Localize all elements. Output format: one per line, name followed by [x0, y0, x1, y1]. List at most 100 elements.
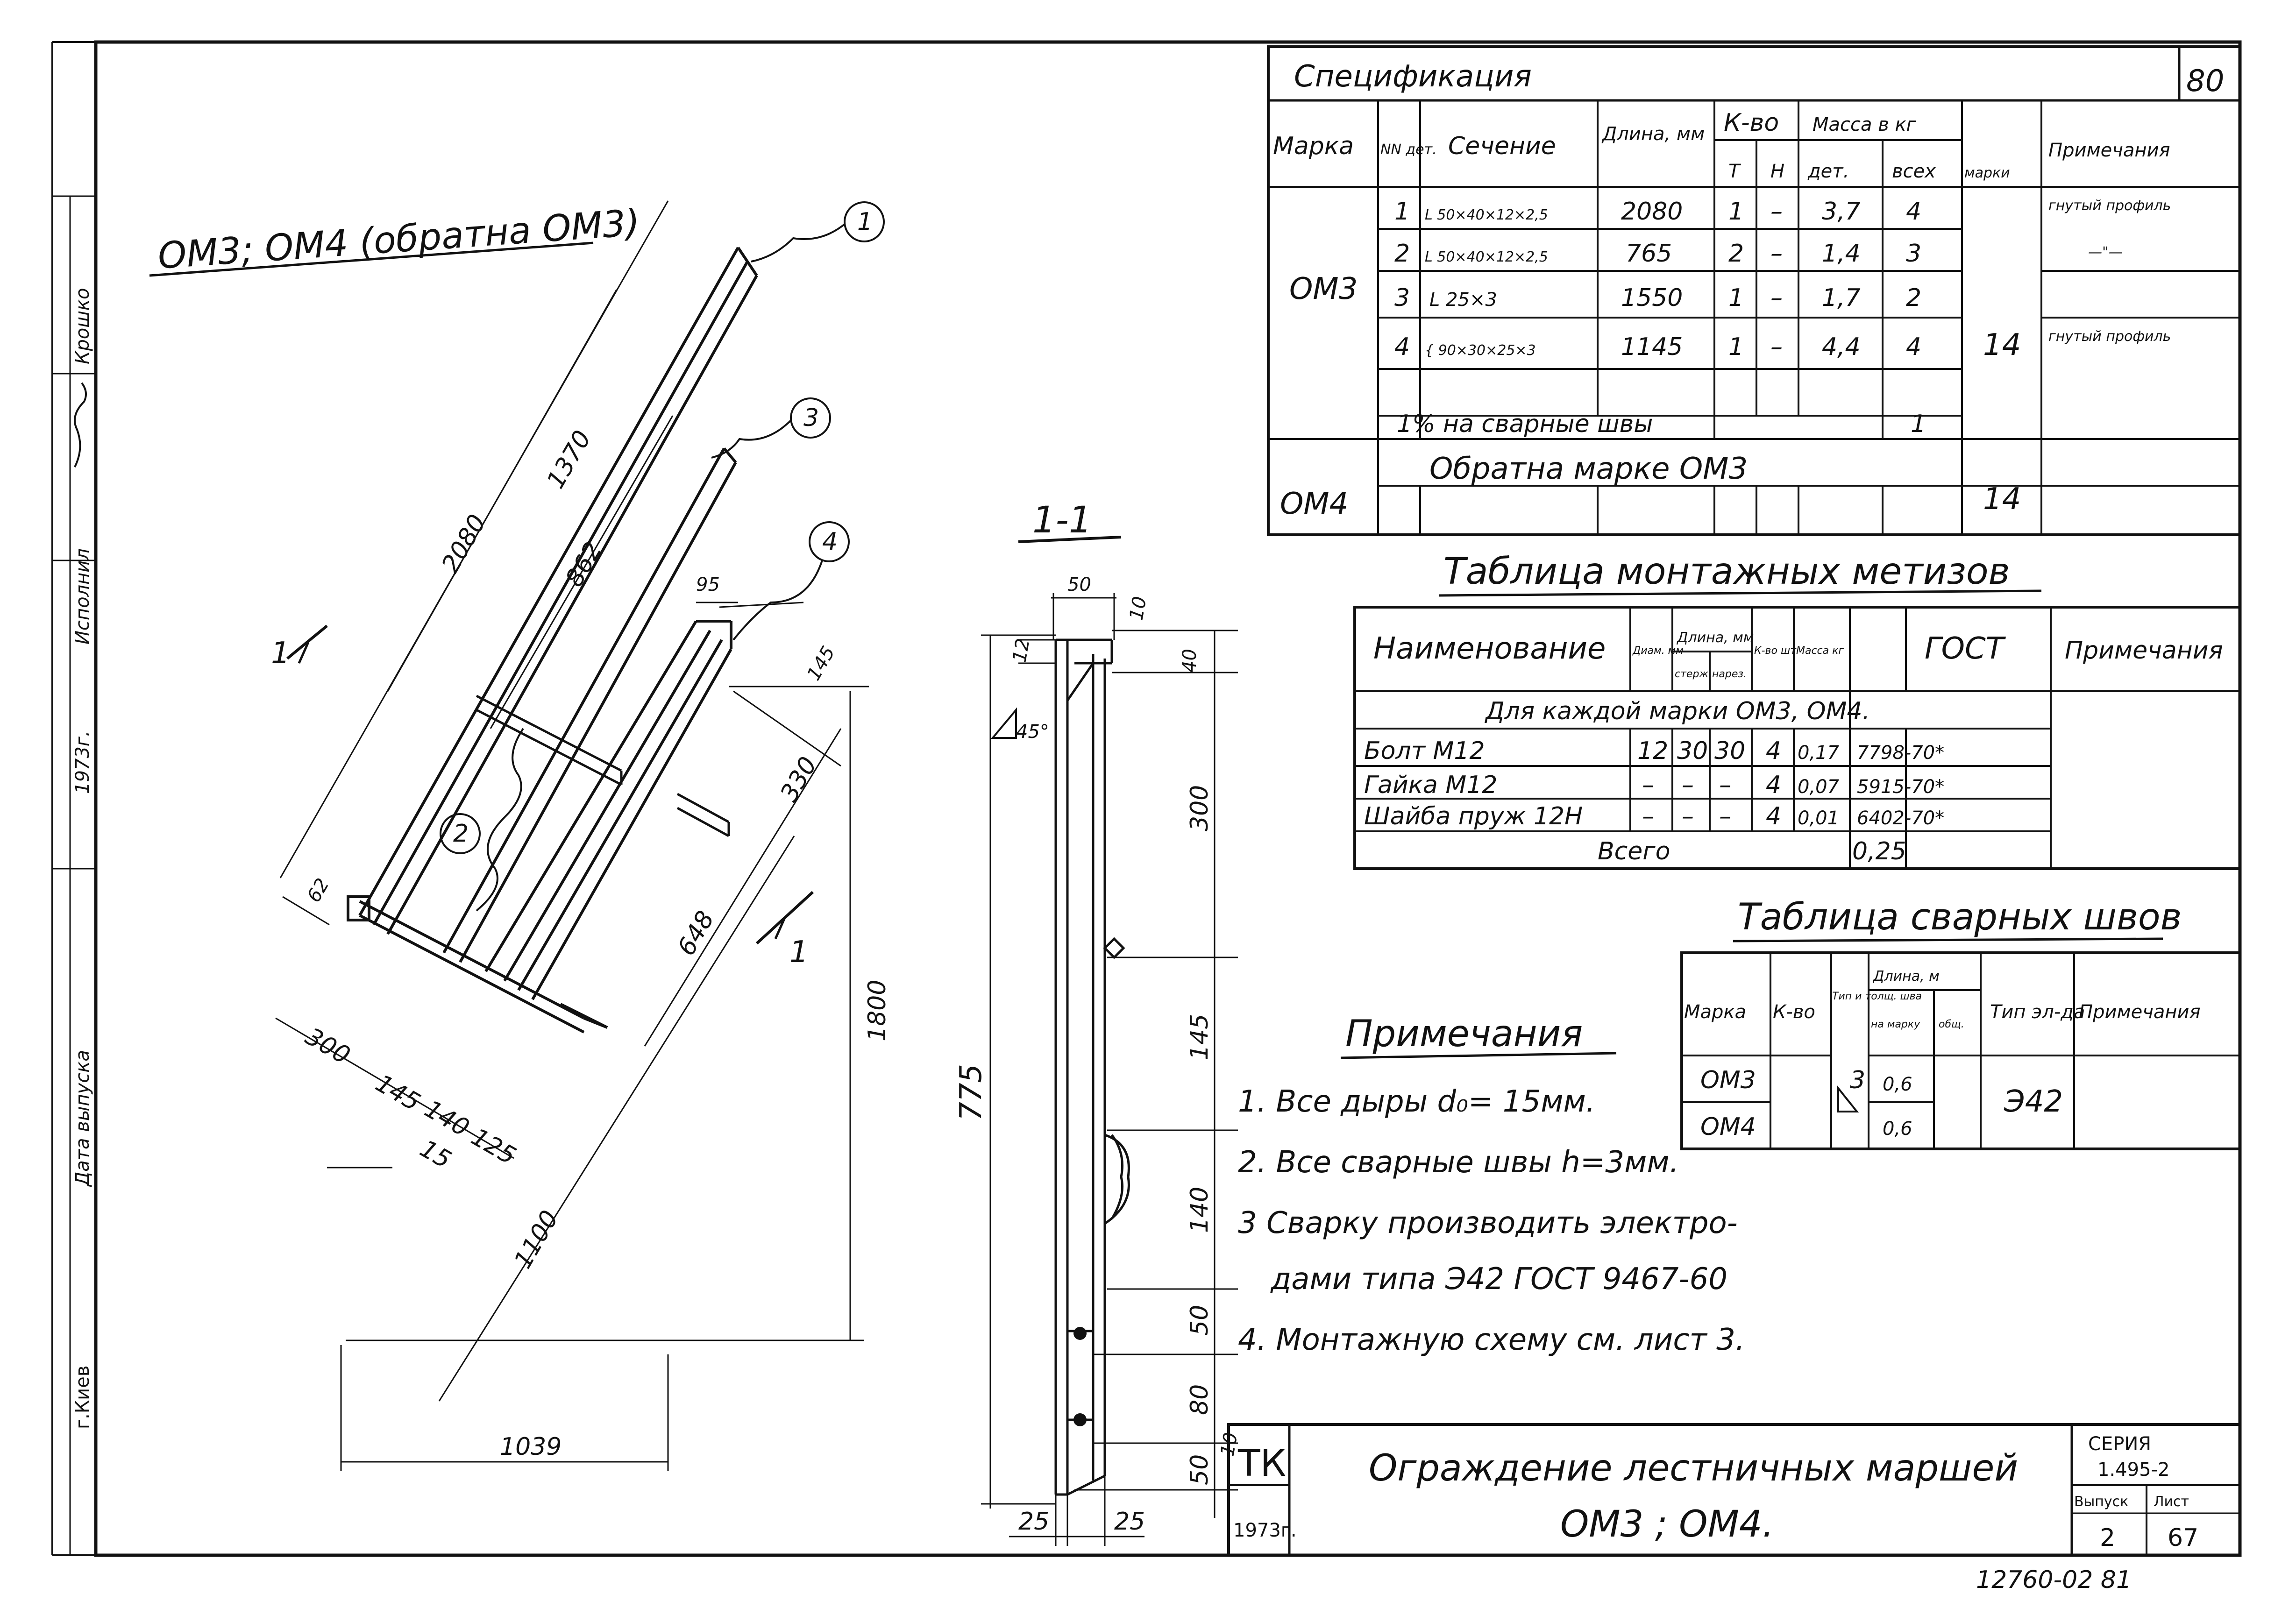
spec-r3-all: 2 [1906, 284, 1921, 312]
hw-subheader: Для каждой марки ОМ3, ОМ4. [1485, 697, 1870, 725]
page-number: 80 [2186, 64, 2224, 99]
dim-125: 125 [467, 1123, 521, 1170]
sdim-145: 145 [1186, 1014, 1214, 1060]
hw-h-nar: нарез. [1712, 668, 1747, 680]
weld-electrode: Э42 [2004, 1084, 2063, 1119]
spec-r1-all: 4 [1906, 198, 1921, 226]
spec-r1-note: гнутый профиль [2048, 198, 2171, 214]
side-word-2: Исполнил [72, 548, 93, 645]
spec-om4-text: Обратна марке ОМ3 [1429, 452, 1748, 486]
spec-r3-det: 1,7 [1822, 284, 1861, 312]
note-4: 4. Монтажную схему см. лист 3. [1238, 1323, 1745, 1357]
side-signature [74, 382, 87, 468]
spec-r4-length: 1145 [1621, 333, 1683, 361]
tb-issue-value: 2 [2100, 1524, 2115, 1552]
hw-r3-qty: 4 [1766, 802, 1781, 830]
part-callouts [440, 201, 885, 854]
welds-table: Марка К-во Тип и толщ. шва Длина, м на м… [1684, 968, 2201, 1141]
hw-r2-qty: 4 [1766, 771, 1781, 799]
callout-2: 2 [453, 820, 469, 848]
weld-h-total: общ. [1939, 1019, 1964, 1030]
sdim-25-right: 25 [1114, 1508, 1145, 1536]
weld-h-type: Тип и толщ. шва [1832, 991, 1922, 1002]
spec-weld-value: 1 [1911, 410, 1926, 438]
spec-r1-length: 2080 [1621, 198, 1683, 226]
tb-title-line1: Ограждение лестничных маршей [1369, 1447, 2018, 1489]
dim-145-top: 145 [803, 643, 839, 684]
spec-r3-num: 3 [1394, 284, 1410, 312]
hw-r3-nar: – [1719, 802, 1731, 830]
sdim-300: 300 [1186, 785, 1214, 831]
notes-title: Примечания [1345, 1013, 1583, 1055]
spec-h-qty: К-во [1724, 109, 1779, 137]
spec-r2-det: 1,4 [1822, 240, 1861, 268]
spec-r1-t: 1 [1728, 198, 1744, 226]
main-assembly [347, 247, 758, 1034]
main-dimension-texts: 2080 1370 862 95 145 330 648 1800 1100 1… [271, 426, 891, 1461]
hw-r3-mass: 0,01 [1798, 808, 1839, 829]
note-3: 3 Сварку производить электро- [1238, 1206, 1738, 1240]
hw-r3-name: Шайба пруж 12Н [1364, 802, 1583, 830]
weld-r2-len: 0,6 [1883, 1118, 1912, 1140]
spec-r4-all: 4 [1906, 333, 1921, 361]
sdim-50-mid: 50 [1186, 1305, 1214, 1336]
main-title: ОМ3; ОМ4 (обратна ОМ3) [156, 202, 641, 277]
spec-h-mass: Масса в кг [1813, 114, 1917, 135]
notes-list: 1. Все дыры d₀= 15мм. 2. Все сварные швы… [1238, 1084, 1745, 1357]
spec-h-note: Примечания [2048, 140, 2170, 161]
spec-table: Спецификация 80 Марка NN дет. Сечение Дл… [1273, 59, 2224, 521]
hw-r1-diam: 12 [1637, 737, 1668, 765]
spec-r2-num: 2 [1394, 240, 1410, 268]
spec-r2-t: 2 [1728, 240, 1744, 268]
hw-h-step: стерж. [1675, 668, 1712, 680]
title-block-grid [1227, 1423, 2241, 1557]
bolt-hole-1 [1073, 1327, 1087, 1340]
hw-r2-diam: – [1642, 771, 1654, 799]
hw-r2-step: – [1682, 771, 1694, 799]
bolt-hole-2 [1073, 1413, 1087, 1426]
spec-weld-label: 1% на сварные швы [1397, 410, 1653, 438]
hardware-title: Таблица монтажных метизов [1443, 551, 2010, 593]
hw-r1-step: 30 [1677, 737, 1708, 765]
side-word-3: 1973г. [72, 730, 93, 794]
hw-r3-gost: 6402-70* [1857, 808, 1944, 829]
weld-r1-mark: ОМ3 [1700, 1066, 1756, 1094]
tb-org: ТК [1237, 1443, 1286, 1485]
callout-3: 3 [803, 404, 819, 432]
sdim-40: 40 [1179, 649, 1201, 673]
weld-type: 3 [1850, 1066, 1865, 1094]
tb-issue-label: Выпуск [2074, 1494, 2128, 1510]
section-dimension-lines [981, 593, 1238, 1546]
hw-h-qty: К-во шт [1754, 645, 1797, 657]
side-strip: г.Киев Крошко Исполнил 1973г. Дата выпус… [72, 288, 93, 1430]
note-2: 2. Все сварные швы h=3мм. [1238, 1145, 1679, 1180]
dim-15: 15 [415, 1134, 456, 1174]
hw-r2-mass: 0,07 [1798, 776, 1840, 798]
spec-h-section: Сечение [1448, 132, 1556, 160]
spec-om4-total: 14 [1983, 482, 2021, 517]
hardware-table: Наименование Диам. мм Длина, мм стерж. н… [1364, 630, 2223, 865]
hw-r1-nar: 30 [1714, 737, 1745, 765]
welds-title-underline [1733, 937, 2163, 942]
dim-330: 330 [775, 752, 823, 807]
weld-h-mark: Марка [1684, 1001, 1746, 1023]
title-block: ТК 1973г. Ограждение лестничных маршей О… [1233, 1433, 2198, 1552]
dim-2080: 2080 [436, 510, 491, 578]
spec-r3-length: 1550 [1621, 284, 1683, 312]
spec-r1-det: 3,7 [1822, 198, 1861, 226]
hw-r1-gost: 7798-70* [1857, 742, 1944, 764]
dim-300: 300 [301, 1022, 355, 1070]
section-dimension-texts: 50 10 12 40 45° 300 145 140 50 80 50 10 … [954, 574, 1242, 1536]
spec-r4-t: 1 [1728, 333, 1744, 361]
side-word-1: Крошко [72, 288, 93, 365]
weld-h-note: Примечания [2079, 1001, 2201, 1023]
hardware-grid [1353, 606, 2241, 870]
hw-h-diam: Диам. мм [1632, 645, 1684, 657]
welds-title: Таблица сварных швов [1738, 896, 2182, 938]
sdim-45deg: 45° [1016, 721, 1049, 743]
hw-total-mass: 0,25 [1852, 837, 1906, 865]
spec-h-length: Длина, мм [1601, 123, 1705, 145]
spec-h-n: Н [1770, 161, 1784, 182]
tb-title-line2: ОМ3 ; ОМ4. [1560, 1503, 1774, 1545]
